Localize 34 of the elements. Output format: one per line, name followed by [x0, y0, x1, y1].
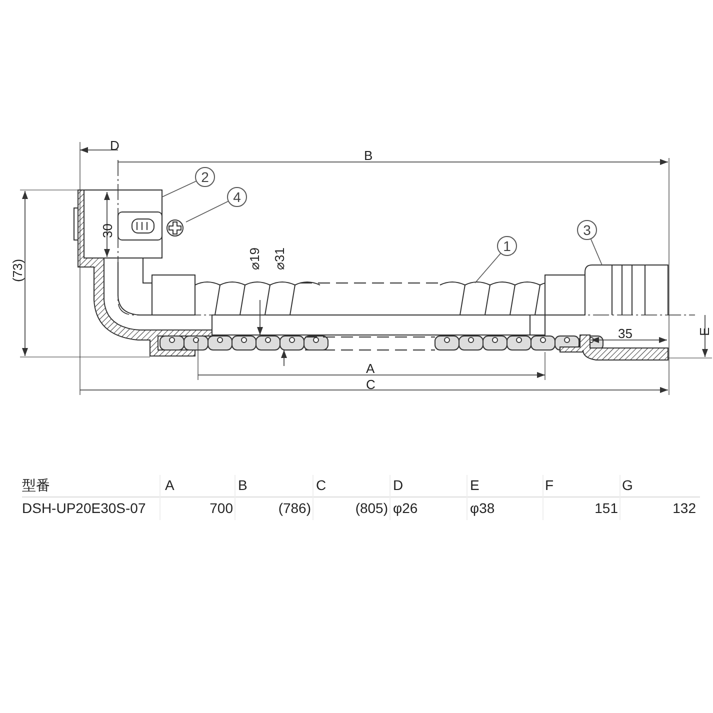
table-header: F: [545, 478, 554, 493]
leader-line: [186, 201, 228, 222]
dimension-label: ⌀31: [272, 248, 287, 270]
callout-number: 1: [497, 236, 517, 256]
table-cell: (805): [355, 501, 388, 516]
dimension-label: C: [366, 377, 376, 392]
dimension-label: E: [697, 327, 712, 336]
table-header: 型番: [22, 478, 50, 493]
leader-line: [162, 180, 196, 198]
dimension-label: A: [366, 361, 375, 376]
dimension-label: ⌀19: [247, 248, 262, 270]
leader-line: [474, 253, 501, 284]
table-cell: 151: [594, 501, 618, 516]
table-cell: (786): [278, 501, 311, 516]
table-header: A: [165, 478, 174, 493]
dimension-label: (73): [10, 258, 25, 282]
table-cell: φ26: [393, 501, 418, 516]
table-cell: φ38: [470, 501, 495, 516]
callout-number: 3: [577, 220, 597, 240]
table-cell: 132: [672, 501, 696, 516]
dimension-label: 35: [618, 326, 632, 341]
callout-number: 2: [195, 167, 215, 187]
callout-number: 4: [227, 187, 247, 207]
leader-line: [590, 238, 602, 266]
dimension-label: D: [110, 138, 120, 153]
table-header: E: [470, 478, 480, 493]
table-header: D: [393, 478, 404, 493]
table-header: C: [316, 478, 326, 493]
table-header: G: [622, 478, 633, 493]
dimension-label: B: [364, 148, 373, 163]
table-cell: DSH-UP20E30S-07: [22, 501, 146, 516]
dimension-label: 30: [100, 224, 115, 238]
table-cell: 700: [210, 501, 233, 516]
table-header: B: [238, 478, 248, 493]
